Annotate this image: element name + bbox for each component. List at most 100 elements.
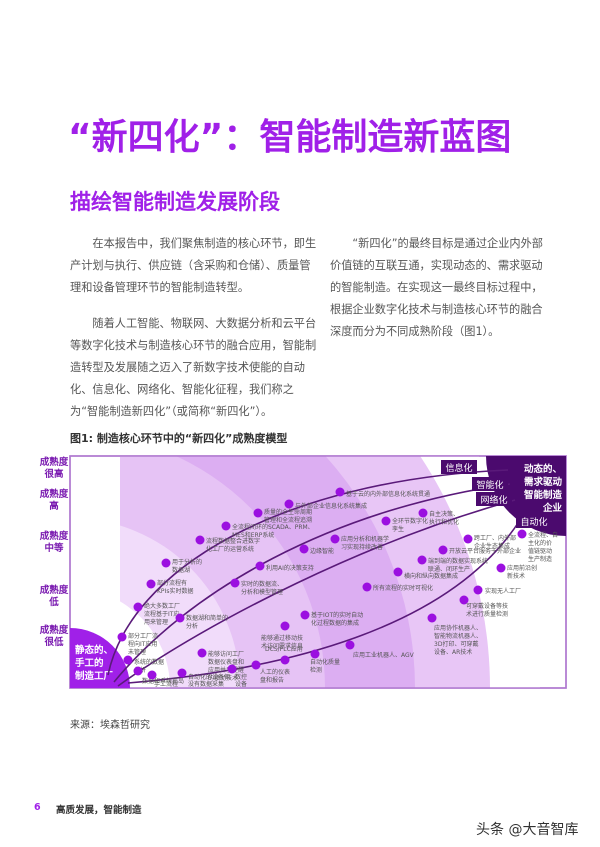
svg-text:智能物流机器人、: 智能物流机器人、 <box>434 632 482 640</box>
figure-source: 来源：埃森哲研究 <box>70 720 150 731</box>
svg-text:生产制造: 生产制造 <box>528 555 552 563</box>
level-low-label: 成熟度 <box>40 584 69 596</box>
svg-text:数据仪表盘和: 数据仪表盘和 <box>208 658 244 666</box>
svg-text:企业: 企业 <box>542 502 563 514</box>
svg-text:手工流程: 手工流程 <box>154 680 178 688</box>
svg-text:自主决策、: 自主决策、 <box>429 510 459 518</box>
svg-text:术进行质量检测: 术进行质量检测 <box>466 610 508 618</box>
svg-text:DCS/PLC应用: DCS/PLC应用 <box>265 645 303 653</box>
svg-text:应用工业机器人、AGV: 应用工业机器人、AGV <box>353 651 415 659</box>
track-tag-信息化: 信息化 <box>441 460 477 474</box>
svg-text:主化的价: 主化的价 <box>528 539 552 547</box>
page-title: “新四化”：智能制造新蓝图 <box>68 117 512 158</box>
level-mid-label: 成熟度 <box>40 530 69 542</box>
paragraph: 随着人工智能、物联网、大数据分析和云平台等数字化技术与制造核心环节的融合应用，智… <box>70 317 317 418</box>
svg-text:手工的: 手工的 <box>75 657 104 669</box>
svg-text:动态的、: 动态的、 <box>524 463 562 475</box>
svg-text:边缘智能: 边缘智能 <box>310 547 334 555</box>
svg-text:智能化: 智能化 <box>476 479 503 491</box>
svg-text:没有数据采集: 没有数据采集 <box>188 680 224 688</box>
svg-text:的移动技术: 的移动技术 <box>208 674 238 682</box>
svg-text:程向IT应用: 程向IT应用 <box>128 640 157 648</box>
paragraph: “新四化”的最终目标是通过企业内外部价值链的互联互通，实现动态的、需求驱动的智能… <box>330 237 543 338</box>
svg-text:全环节数字化: 全环节数字化 <box>392 517 428 525</box>
track-lines <box>107 469 521 687</box>
svg-text:企业生态集成: 企业生态集成 <box>474 542 510 550</box>
end-state-badge: 动态的、 需求驱动 智能制造 企业 <box>486 456 566 536</box>
level-high-label: 高 <box>49 500 59 512</box>
level-mid-label: 中等 <box>44 542 64 554</box>
footer-title: 高质发展，智能制造 <box>56 805 142 816</box>
svg-text:新技术: 新技术 <box>507 572 525 580</box>
svg-text:流程数据整合进数字: 流程数据整合进数字 <box>206 537 260 545</box>
level-very-high-label: 很高 <box>43 468 64 480</box>
svg-text:检测: 检测 <box>310 666 322 674</box>
level-very-high-label: 成熟度 <box>40 456 69 468</box>
svg-text:自动化: 自动化 <box>520 516 547 528</box>
left-column: 在本报告中，我们聚焦制造的核心环节，即生产计划与执行、供应链（含采购和仓储）、质… <box>70 233 320 437</box>
level-very-low-label: 很低 <box>43 636 64 648</box>
svg-text:联通、闭环生产: 联通、闭环生产 <box>428 565 470 573</box>
svg-text:未管理: 未管理 <box>128 648 146 656</box>
svg-text:能够访问工厂: 能够访问工厂 <box>208 650 244 658</box>
svg-text:利用AI的决策支持: 利用AI的决策支持 <box>266 564 314 572</box>
svg-text:数据湖: 数据湖 <box>172 566 190 574</box>
track-tag-网络化: 网络化 <box>476 492 512 506</box>
svg-text:数控: 数控 <box>235 673 247 681</box>
svg-text:实现无人工厂: 实现无人工厂 <box>485 587 521 595</box>
svg-text:全流程、自: 全流程、自 <box>528 531 558 539</box>
svg-text:管理和全流程追溯: 管理和全流程追溯 <box>264 516 312 524</box>
svg-text:与外部企业信息化系统集成: 与外部企业信息化系统集成 <box>295 502 367 510</box>
svg-text:应用协作机器人、: 应用协作机器人、 <box>434 624 482 632</box>
svg-text:横向和纵向数据集成: 横向和纵向数据集成 <box>404 572 458 580</box>
svg-text:流程基于IT应: 流程基于IT应 <box>144 610 179 618</box>
svg-text:制造工厂: 制造工厂 <box>75 670 114 682</box>
svg-text:信息化: 信息化 <box>445 462 472 474</box>
svg-text:设备: 设备 <box>235 680 247 688</box>
track-nodes-信息化 <box>117 487 345 642</box>
right-column: “新四化”的最终目标是通过企业内外部价值链的互联互通，实现动态的、需求驱动的智能… <box>330 233 552 357</box>
svg-text:所有流程的实时可视化: 所有流程的实时可视化 <box>373 584 433 592</box>
svg-text:可穿戴设备等技: 可穿戴设备等技 <box>466 602 508 610</box>
svg-text:孪生: 孪生 <box>392 525 404 533</box>
svg-text:数据湖和简单的: 数据湖和简单的 <box>186 614 228 622</box>
svg-text:系统的数据: 系统的数据 <box>134 658 164 666</box>
svg-text:基于云的内外部信息化系统贯通: 基于云的内外部信息化系统贯通 <box>346 490 430 498</box>
svg-text:自动化质量: 自动化质量 <box>310 658 340 666</box>
level-low-label: 低 <box>48 596 59 608</box>
paragraph: 在本报告中，我们聚焦制造的核心环节，即生产计划与执行、供应链（含采购和仓储）、质… <box>70 237 317 294</box>
svg-text:能够通过移动技: 能够通过移动技 <box>261 634 303 642</box>
maturity-model-diagram: 成熟度 很高 成熟度 高 成熟度 中等 成熟度 低 成熟度 很低 静态的、 <box>30 450 570 706</box>
level-very-low-label: 成熟度 <box>40 624 69 636</box>
track-tag-自动化: 自动化 <box>516 514 552 528</box>
svg-text:执行和优化: 执行和优化 <box>429 518 459 526</box>
svg-text:KPIs实时数据: KPIs实时数据 <box>157 587 193 595</box>
level-high-label: 成熟度 <box>40 488 69 500</box>
svg-text:用来管理: 用来管理 <box>144 618 168 626</box>
svg-text:开放云平台服务于外部企业: 开放云平台服务于外部企业 <box>449 547 521 555</box>
section-subtitle: 描绘智能制造发展阶段 <box>70 190 280 214</box>
svg-text:用于分析的: 用于分析的 <box>172 558 202 566</box>
svg-text:设备、AR技术: 设备、AR技术 <box>434 648 472 656</box>
svg-text:网络化: 网络化 <box>480 494 507 506</box>
watermark: 头条 @大音智库 <box>476 822 579 838</box>
track-tag-智能化: 智能化 <box>472 477 508 491</box>
svg-text:应用前沿创: 应用前沿创 <box>507 564 537 572</box>
svg-text:化工厂的运营系统: 化工厂的运营系统 <box>206 545 254 553</box>
svg-text:应用分析和机器学: 应用分析和机器学 <box>341 535 389 543</box>
svg-text:实时的数据流、: 实时的数据流、 <box>241 580 283 588</box>
track-nodes-自动化 <box>147 529 527 680</box>
figure-title: 图1: 制造核心环节中的“新四化”成熟度模型 <box>70 432 288 445</box>
svg-text:智能制造: 智能制造 <box>524 489 563 501</box>
svg-text:端到端的数据实现系统: 端到端的数据实现系统 <box>428 557 488 565</box>
maturity-bands <box>120 456 540 688</box>
svg-text:数据和系统孤岛: 数据和系统孤岛 <box>142 677 184 685</box>
track-nodes-网络化 <box>133 534 473 676</box>
svg-text:盘和报告: 盘和报告 <box>260 676 284 684</box>
svg-text:绝大多数工厂: 绝大多数工厂 <box>144 602 180 610</box>
svg-text:部分流程有: 部分流程有 <box>157 579 187 587</box>
svg-text:应用并手提醒: 应用并手提醒 <box>208 666 244 674</box>
svg-text:质量的全生命周期: 质量的全生命周期 <box>264 508 312 516</box>
svg-text:部分工厂流: 部分工厂流 <box>128 632 158 640</box>
svg-text:分析: 分析 <box>186 622 198 630</box>
